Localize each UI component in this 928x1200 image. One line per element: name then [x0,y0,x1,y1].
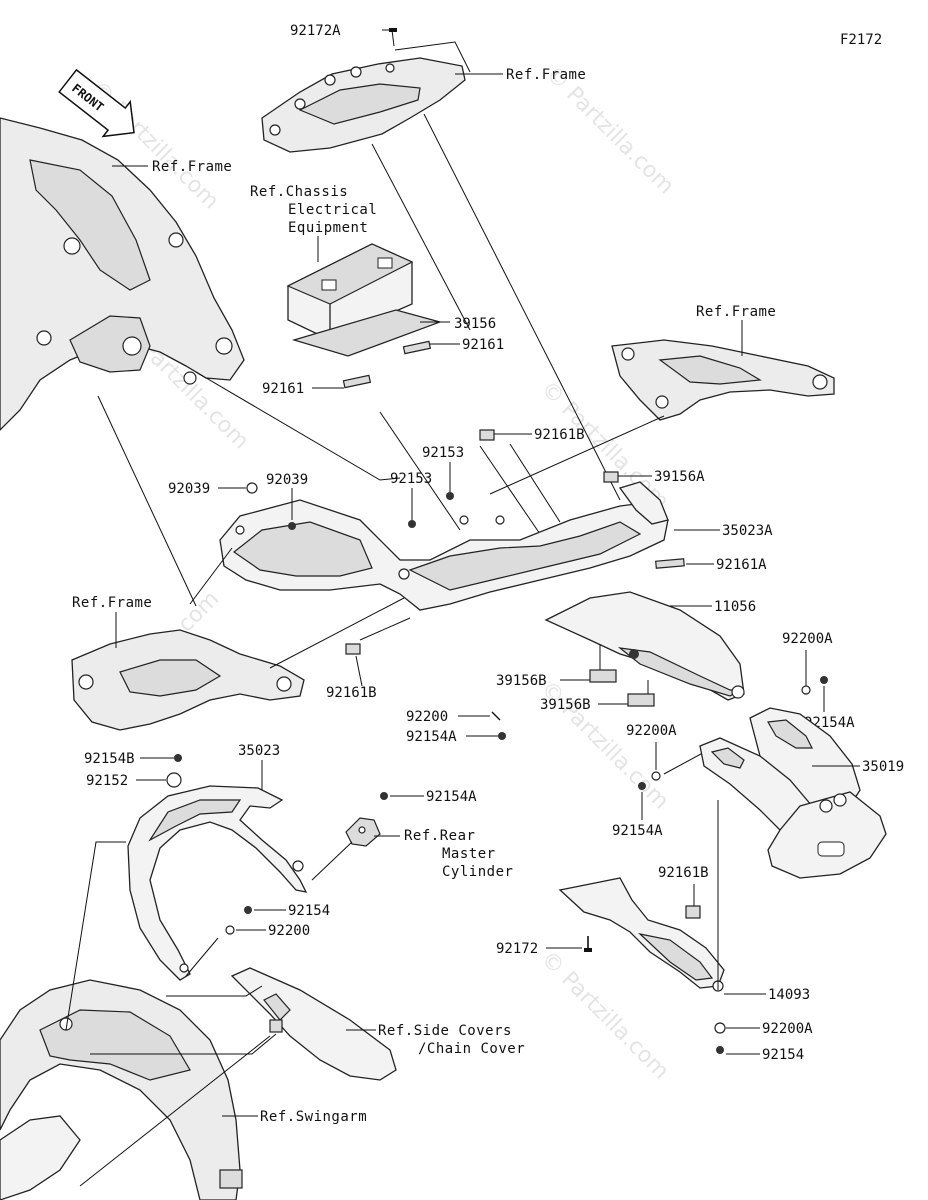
ref-rear-master-line3: Cylinder [442,864,513,880]
ref-frame-left: Ref.Frame [152,159,232,175]
ref-side-covers-line2: /Chain Cover [418,1041,525,1057]
part-92161B-center: 92161B [326,685,377,701]
part-92161B-upper: 92161B [534,427,585,443]
ref-frame-lower: Ref.Frame [72,595,152,611]
lower-left-frame [71,629,305,731]
part-39156B-lower: 39156B [540,697,591,713]
ref-chassis-line1: Ref.Chassis [250,184,348,200]
part-92200A-right: 92200A [782,631,833,647]
rear-fender-main [219,481,669,611]
ref-rear-master-line1: Ref.Rear [404,828,475,844]
ref-side-covers-line1: Ref.Side Covers [378,1023,512,1039]
top-frame-bracket [261,57,466,153]
part-92200A-bottom: 92200A [762,1021,813,1037]
ref-frame-right: Ref.Frame [696,304,776,320]
part-92172: 92172 [496,941,538,957]
ref-frame-top: Ref.Frame [506,67,586,83]
part-92153-left: 92153 [390,471,432,487]
plate-14093 [558,877,725,992]
part-92154A-lowcenter: 92154A [612,823,663,839]
ref-swingarm: Ref.Swingarm [260,1109,367,1125]
part-92161-upper: 92161 [462,337,504,353]
watermark: © Partzilla.com [536,947,674,1085]
ref-rear-master-line2: Master [442,846,496,862]
ref-chassis-line3: Equipment [288,220,368,236]
part-92154-bottom: 92154 [762,1047,804,1063]
part-39156A: 39156A [654,469,705,485]
side-cover [230,967,397,1081]
part-39156B-upper: 39156B [496,673,547,689]
part-92200-left: 92200 [268,923,310,939]
part-92154A-center: 92154A [406,729,457,745]
part-92152: 92152 [86,773,128,789]
part-35023: 35023 [238,743,280,759]
part-39156: 39156 [454,316,496,332]
part-14093: 14093 [768,987,810,1003]
part-92172A: 92172A [290,23,341,39]
part-92154B: 92154B [84,751,135,767]
ref-chassis-line2: Electrical [288,202,377,218]
bracket-11056 [544,591,745,701]
part-92154A-master: 92154A [426,789,477,805]
part-11056: 11056 [714,599,756,615]
rear-master-cylinder [345,817,381,847]
part-92161B-lower: 92161B [658,865,709,881]
license-bracket-35019 [699,707,887,879]
part-35019: 35019 [862,759,904,775]
right-frame [611,339,835,421]
left-frame [0,117,245,431]
part-35023A: 35023A [722,523,773,539]
part-92039-mid: 92039 [266,472,308,488]
part-92200-center: 92200 [406,709,448,725]
part-92161-lower: 92161 [262,381,304,397]
part-92153-right: 92153 [422,445,464,461]
part-92154-left: 92154 [288,903,330,919]
swingarm-area [0,979,243,1200]
cover-35023 [127,785,308,981]
part-92200A-center: 92200A [626,723,677,739]
part-92039-left: 92039 [168,481,210,497]
diagram-id: F2172 [840,32,882,48]
part-92161A: 92161A [716,557,767,573]
